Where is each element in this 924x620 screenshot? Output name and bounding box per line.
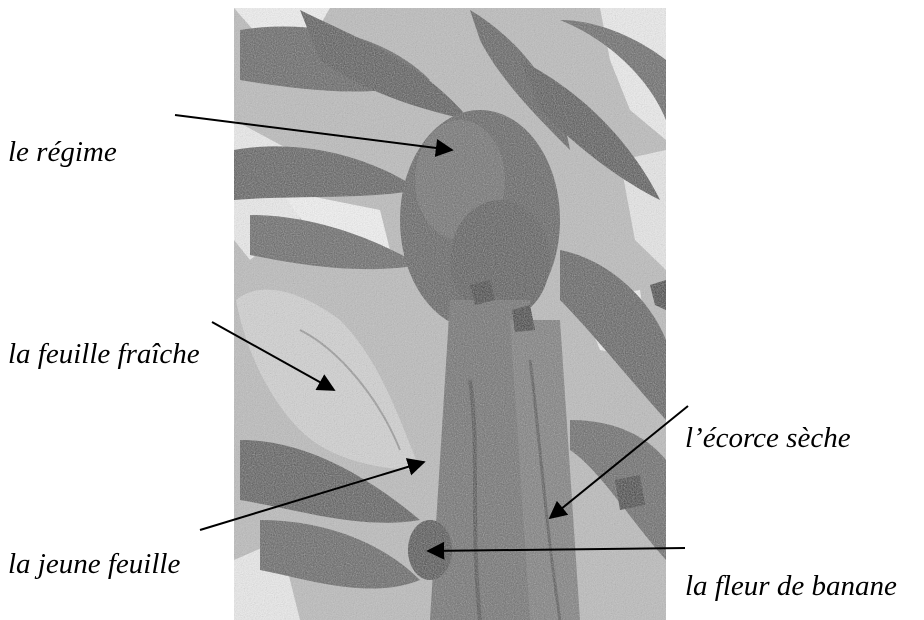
label-regime: le régime [8, 138, 117, 167]
label-jeune-feuille: la jeune feuille [8, 550, 180, 579]
label-feuille-fraiche: la feuille fraîche [8, 340, 200, 369]
banana-tree-photo [234, 8, 666, 620]
label-fleur-de-banane: la fleur de banane [685, 572, 897, 601]
label-ecorce-seche: l’écorce sèche [685, 424, 851, 453]
